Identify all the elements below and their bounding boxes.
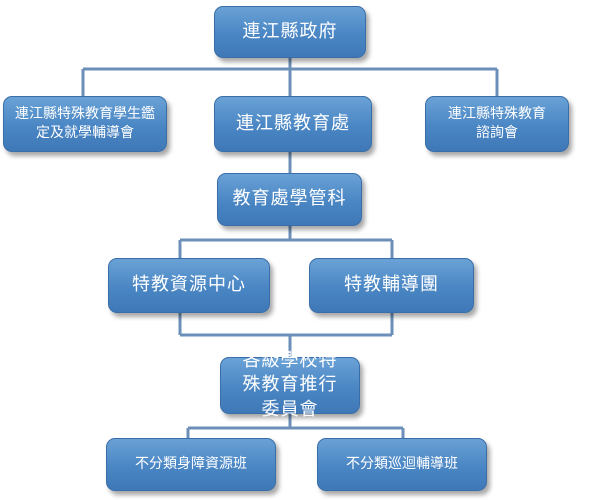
node-lienchiang-county-government: 連江縣政府 [214,6,366,58]
node-label: 連江縣特殊教育學生鑑定及就學輔導會 [15,106,155,141]
node-resource-class: 不分類身障資源班 [106,438,276,491]
connector-units-to-committee [178,313,394,357]
node-label: 不分類巡迴輔導班 [346,456,458,473]
node-itinerant-counseling-class: 不分類巡迴輔導班 [317,438,487,491]
node-special-education-placement-committee: 連江縣特殊教育學生鑑定及就學輔導會 [3,96,167,152]
node-label: 連江縣政府 [242,20,338,42]
node-label: 不分類身障資源班 [135,456,247,473]
node-label: 教育處學管科 [232,188,347,210]
connector-committee-to-classes [186,414,405,438]
connector-government-to-level2 [81,58,499,96]
node-special-education-resource-center: 特教資源中心 [108,258,270,313]
node-label: 各級學校特殊教育推行委員會 [242,350,338,420]
node-special-education-counseling-team: 特教輔導團 [309,258,474,313]
node-label: 連江縣特殊教育諮詢會 [448,106,546,141]
node-label: 連江縣教育處 [236,112,350,134]
node-special-education-advisory-committee: 連江縣特殊教育諮詢會 [425,96,569,152]
node-county-education-department: 連江縣教育處 [214,96,372,152]
node-label: 特教輔導團 [344,274,439,296]
connector-section-to-units [178,226,394,258]
node-label: 特教資源中心 [132,274,246,296]
node-school-special-education-committee: 各級學校特殊教育推行委員會 [220,350,360,420]
node-school-management-section: 教育處學管科 [217,173,362,226]
